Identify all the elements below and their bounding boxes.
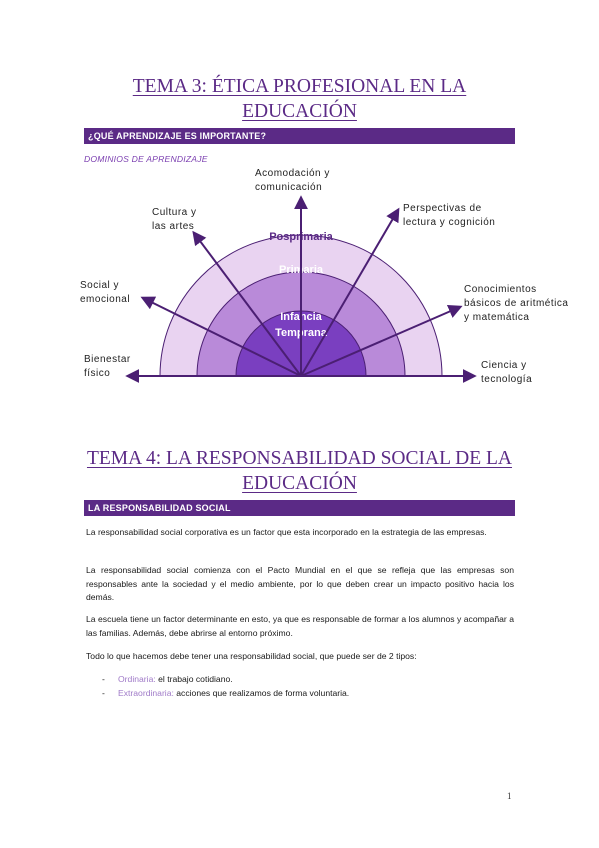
list-term: Ordinaria: — [118, 674, 156, 684]
list-item: - Ordinaria: el trabajo cotidiano. — [86, 672, 516, 686]
tema4-section-bar: LA RESPONSABILIDAD SOCIAL — [84, 500, 515, 516]
domain-label-social: Social y emocional — [80, 280, 131, 305]
domain-label-acomodacion: Acomodación y comunicación — [255, 168, 330, 193]
arrow-perspectivas — [300, 207, 400, 377]
domain-label-ciencia: Ciencia y tecnología — [481, 360, 533, 385]
list-dash: - — [102, 688, 105, 698]
domain-label-perspectivas: Perspectivas de lectura y cognición — [403, 203, 496, 228]
paragraph: Todo lo que hacemos debe tener una respo… — [86, 651, 417, 661]
list-dash: - — [102, 674, 105, 684]
tema4-title-line1: TEMA 4: LA RESPONSABILIDAD SOCIAL DE LA — [86, 448, 513, 469]
paragraph: La responsabilidad social comienza con e… — [86, 565, 514, 602]
domain-label-cultura: Cultura y las artes — [152, 207, 197, 232]
tema3-subheading: DOMINIOS DE APRENDIZAJE — [84, 154, 208, 164]
responsibility-types-list: - Ordinaria: el trabajo cotidiano. - Ext… — [86, 672, 516, 700]
list-term: Extraordinaria: — [118, 688, 174, 698]
domain-label-bienestar: Bienestar físico — [84, 354, 131, 379]
list-desc: el trabajo cotidiano. — [155, 674, 233, 684]
list-desc: acciones que realizamos de forma volunta… — [173, 688, 350, 698]
tema3-section-bar: ¿QUÉ APRENDIZAJE ES IMPORTANTE? — [84, 128, 515, 144]
arrow-cultura — [192, 230, 302, 377]
arrow-social — [140, 296, 302, 377]
tema3-title-line2: EDUCACIÓN — [242, 101, 357, 122]
arrow-conocimientos — [300, 305, 463, 377]
paragraph: La responsabilidad social corporativa es… — [86, 527, 487, 537]
paragraph: La escuela tiene un factor determinante … — [86, 614, 514, 638]
tema4-title: TEMA 4: LA RESPONSABILIDAD SOCIAL DE LA … — [80, 446, 519, 496]
tema3-title: TEMA 3: ÉTICA PROFESIONAL EN LA EDUCACIÓ… — [80, 74, 519, 124]
domain-label-conocimientos: Conocimientos básicos de aritmética y ma… — [464, 284, 569, 323]
tema3-title-line1: TEMA 3: ÉTICA PROFESIONAL EN LA — [132, 76, 467, 97]
learning-domains-diagram: Posprimaria Primaria Infancia Temprana — [125, 195, 477, 383]
list-item: - Extraordinaria: acciones que realizamo… — [86, 686, 516, 700]
tema4-title-line2: EDUCACIÓN — [242, 473, 357, 494]
page-number: 1 — [507, 791, 512, 801]
